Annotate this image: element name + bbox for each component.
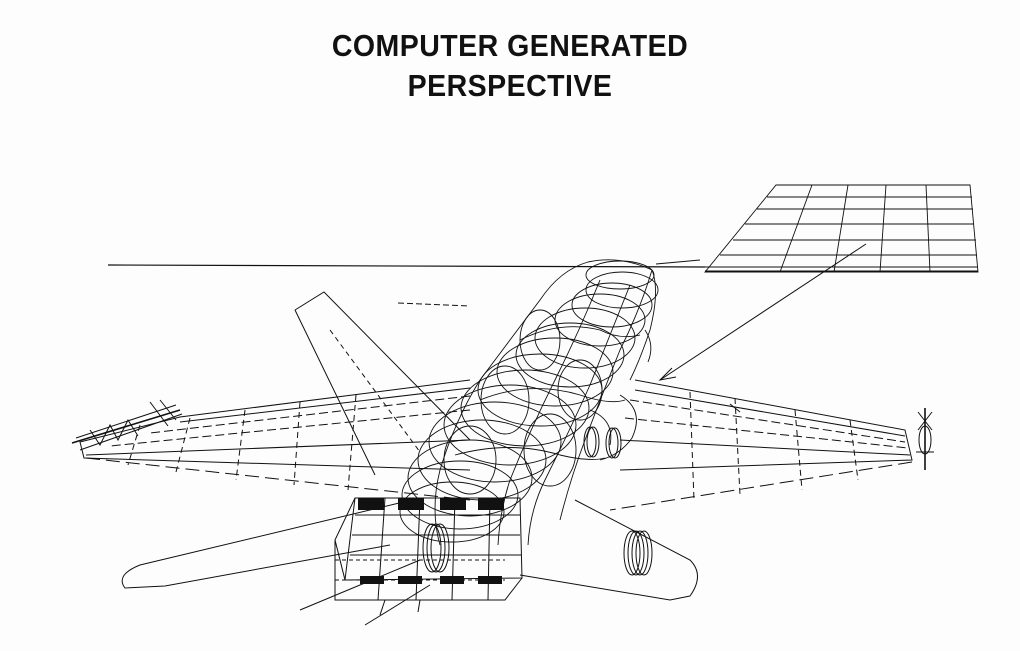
- title-line-2: PERSPECTIVE: [407, 68, 613, 103]
- vertical-tail: [295, 292, 470, 475]
- horizontal-stabilizers: [122, 498, 697, 625]
- engine-nozzles: [423, 427, 652, 575]
- title-line-1: COMPUTER GENERATED: [331, 28, 689, 63]
- left-wing: [72, 380, 470, 500]
- figure-title: COMPUTER GENERATED PERSPECTIVE: [41, 26, 979, 106]
- right-wing: [610, 380, 934, 510]
- leader-line: [398, 244, 866, 380]
- ground-grid-plane: [705, 185, 978, 272]
- rear-fuselage-box: [335, 498, 522, 615]
- fuselage-wireframe: [400, 260, 658, 545]
- horizon-line: [108, 265, 978, 271]
